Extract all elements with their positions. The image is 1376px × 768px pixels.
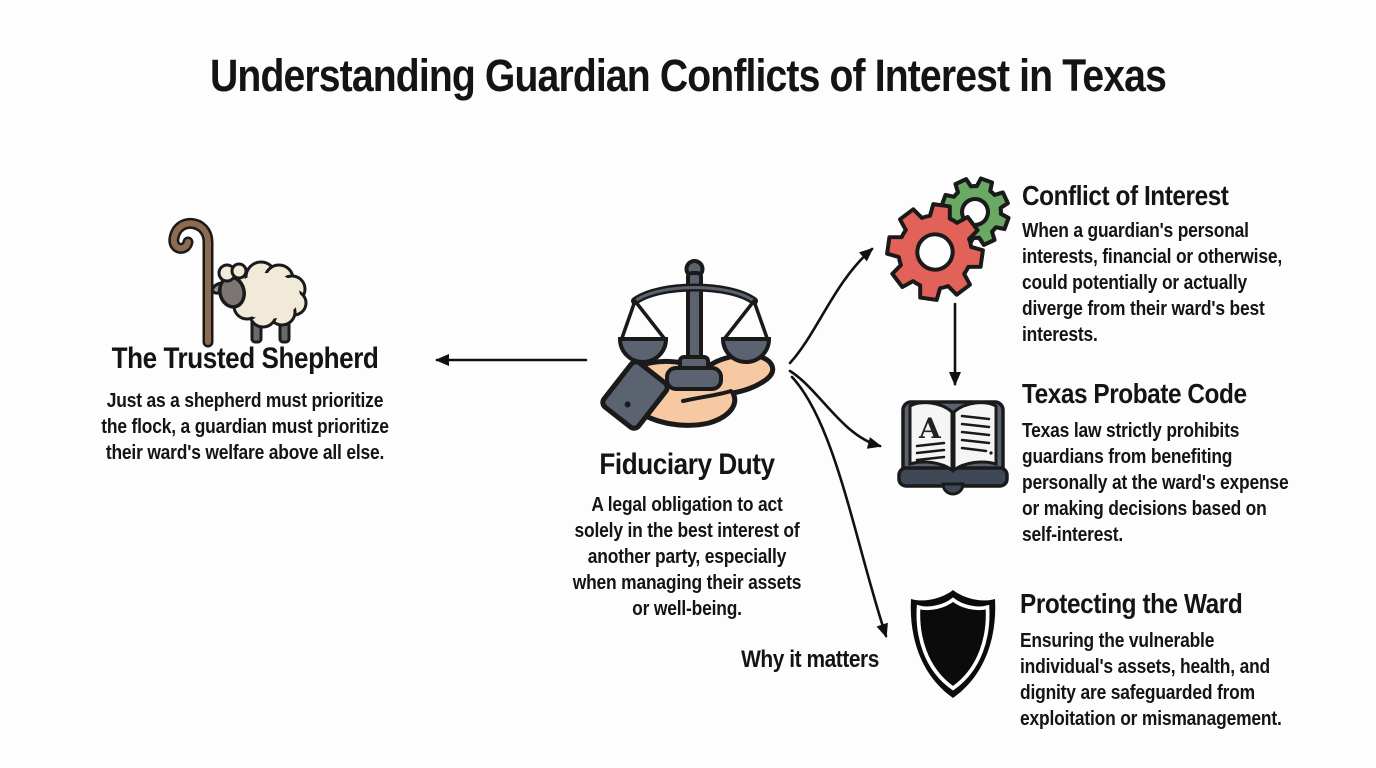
conflict-heading: Conflict of Interest <box>1022 180 1229 211</box>
arrow-to-shield <box>790 375 888 638</box>
gears-icon <box>885 172 1015 304</box>
page-title: Understanding Guardian Conflicts of Inte… <box>210 50 1167 101</box>
protecting-heading: Protecting the Ward <box>1020 588 1243 619</box>
shepherd-heading: The Trusted Shepherd <box>111 342 379 375</box>
book-letter: A <box>918 412 942 445</box>
probate-description: Texas law strictly prohibits guardians f… <box>1022 420 1289 546</box>
fiduciary-description: A legal obligation to act solely in the … <box>572 494 802 620</box>
red-gear <box>885 196 991 304</box>
hand-holding-scales-icon <box>600 259 776 431</box>
shepherd-description: Just as a shepherd must prioritize the f… <box>101 390 389 464</box>
shepherd-crook-and-sheep-icon <box>168 217 308 348</box>
arrow-to-conflict <box>788 247 874 365</box>
probate-heading: Texas Probate Code <box>1022 378 1247 409</box>
fiduciary-heading: Fiduciary Duty <box>599 448 775 481</box>
shield-icon <box>910 590 996 698</box>
conflict-description: When a guardian's personal interests, fi… <box>1022 220 1283 346</box>
protecting-description: Ensuring the vulnerable individual's ass… <box>1020 630 1282 730</box>
open-book-icon: A <box>897 400 1009 496</box>
arrow-to-probate <box>788 369 882 449</box>
why-it-matters-label: Why it matters <box>741 646 879 673</box>
